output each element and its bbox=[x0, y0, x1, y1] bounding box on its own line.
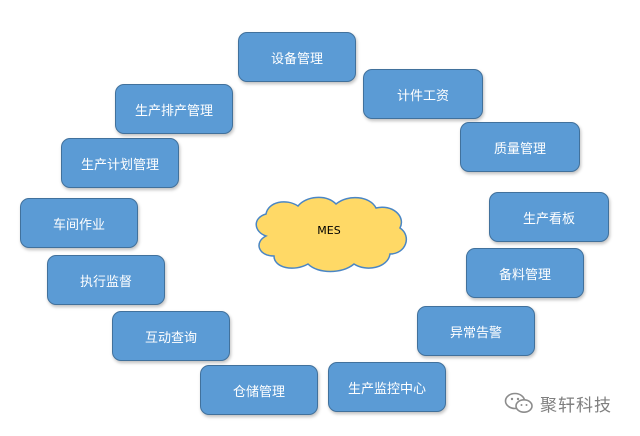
module-anomaly-alarm[interactable]: 异常告警 bbox=[417, 306, 535, 356]
module-production-board[interactable]: 生产看板 bbox=[489, 192, 609, 242]
module-label: 异常告警 bbox=[449, 325, 502, 341]
module-warehouse[interactable]: 仓储管理 bbox=[200, 365, 318, 415]
module-label: 备料管理 bbox=[498, 267, 551, 283]
module-label: 生产监控中心 bbox=[347, 381, 426, 397]
module-production-scheduling[interactable]: 生产排产管理 bbox=[115, 84, 233, 134]
mes-cloud[interactable]: MES bbox=[246, 192, 412, 274]
cloud-label: MES bbox=[317, 223, 341, 237]
module-production-monitor-center[interactable]: 生产监控中心 bbox=[328, 362, 446, 412]
module-label: 车间作业 bbox=[52, 217, 105, 233]
module-workshop-operations[interactable]: 车间作业 bbox=[20, 198, 138, 248]
module-label: 质量管理 bbox=[493, 141, 546, 157]
module-label: 生产看板 bbox=[522, 211, 575, 227]
module-label: 互动查询 bbox=[144, 330, 197, 346]
module-materials[interactable]: 备料管理 bbox=[466, 248, 584, 298]
module-label: 生产计划管理 bbox=[80, 157, 159, 173]
module-quality[interactable]: 质量管理 bbox=[460, 122, 580, 172]
module-interactive-query[interactable]: 互动查询 bbox=[112, 311, 230, 361]
module-production-planning[interactable]: 生产计划管理 bbox=[61, 138, 179, 188]
watermark-text: 聚轩科技 bbox=[540, 395, 612, 416]
module-label: 执行监督 bbox=[79, 274, 132, 290]
module-label: 设备管理 bbox=[270, 51, 323, 67]
wechat-icon bbox=[504, 392, 533, 413]
module-label: 仓储管理 bbox=[232, 384, 285, 400]
cloud-shape bbox=[255, 196, 408, 273]
module-execution-supervision[interactable]: 执行监督 bbox=[47, 255, 165, 305]
module-label: 计件工资 bbox=[396, 88, 449, 104]
watermark: 聚轩科技 bbox=[504, 388, 634, 418]
module-piecework-wages[interactable]: 计件工资 bbox=[363, 69, 483, 119]
module-label: 生产排产管理 bbox=[134, 103, 213, 119]
module-equipment[interactable]: 设备管理 bbox=[238, 32, 356, 82]
